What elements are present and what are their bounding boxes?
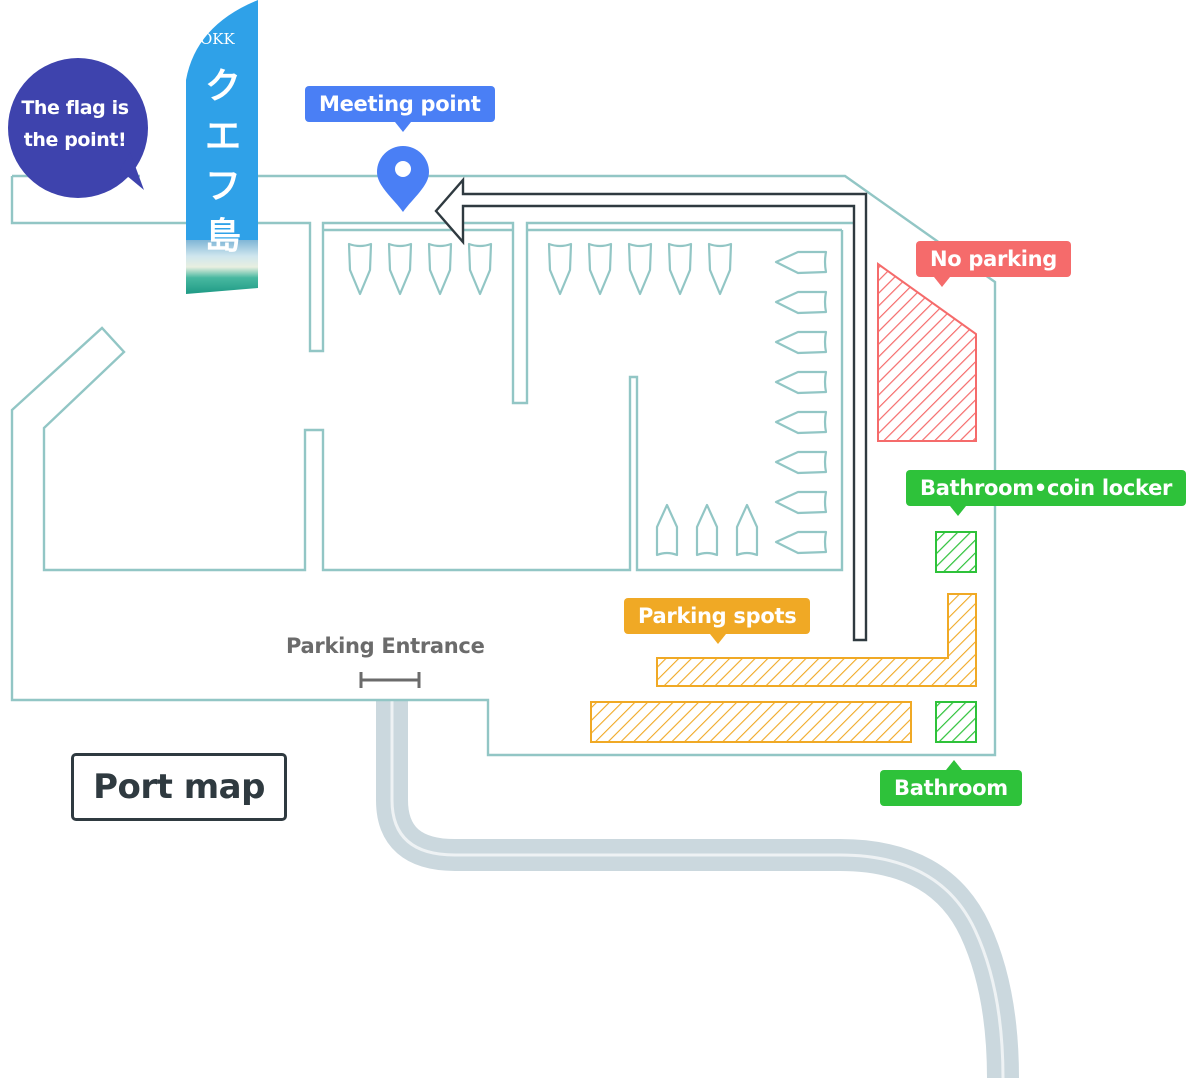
label-pointer [950,506,966,516]
bathroom-coin-locker-area[interactable] [935,531,977,573]
boat-icon [774,490,828,515]
flag-character: ク [204,66,241,107]
flag-character: フ [204,166,241,207]
label-pointer [710,634,726,644]
boat-icon [347,242,373,296]
callout-text: The flag is the point! [2,92,148,156]
boat-icon [427,242,453,296]
bathroom-area[interactable] [935,701,977,743]
bathroom-coin-locker-label[interactable]: Bathroom•coin locker [906,470,1187,516]
callout-line-1: The flag is [21,97,129,119]
boat-icon [587,242,613,296]
parking-spot-area[interactable] [656,593,977,687]
no-parking-label[interactable]: No parking [916,241,1072,287]
label-pointer [395,122,411,132]
bathroom-label[interactable]: Bathroom [880,760,1022,806]
boat-icon [735,503,759,557]
entrance-gate-icon [359,672,421,688]
no-parking-text: No parking [930,247,1058,271]
callout-bubble [8,58,148,198]
arrow-left-icon [434,176,868,642]
boat-icon [774,530,828,555]
parking-spots-text: Parking spots [638,604,797,628]
boat-icon [547,242,573,296]
boat-icon [667,242,693,296]
flag-icon [186,0,258,294]
label-pointer [934,277,950,287]
boat-icon [774,250,828,275]
parking-spot-area[interactable] [590,701,912,743]
no-parking-zone[interactable] [877,262,977,442]
bathroom-text: Bathroom [894,776,1008,800]
flag-character: 島 [204,216,241,257]
location-pin-icon[interactable] [376,145,429,212]
boat-icon [774,450,828,475]
flag-brand: OKK [200,30,235,48]
boat-icon [627,242,653,296]
boat-icon [387,242,413,296]
boats [347,242,828,557]
parking-spots-label[interactable]: Parking spots [624,598,811,644]
meeting-point-label[interactable]: Meeting point [305,86,495,132]
flag-character: エ [204,116,241,157]
boat-icon [774,410,828,435]
boat-icon [655,503,679,557]
bathroom-coin-locker-text: Bathroom•coin locker [920,476,1173,500]
boat-icon [467,242,493,296]
flag-text: クエフ島 [200,62,246,262]
boat-icon [774,290,828,315]
page-title: Port map [71,753,287,821]
callout-line-2: the point! [23,129,127,151]
boat-icon [707,242,733,296]
parking-entrance-label: Parking Entrance [286,634,485,658]
boat-icon [774,330,828,355]
access-road [376,700,1019,1078]
label-pointer [946,760,962,770]
boat-icon [774,370,828,395]
meeting-point-text: Meeting point [319,92,481,116]
boat-icon [695,503,719,557]
